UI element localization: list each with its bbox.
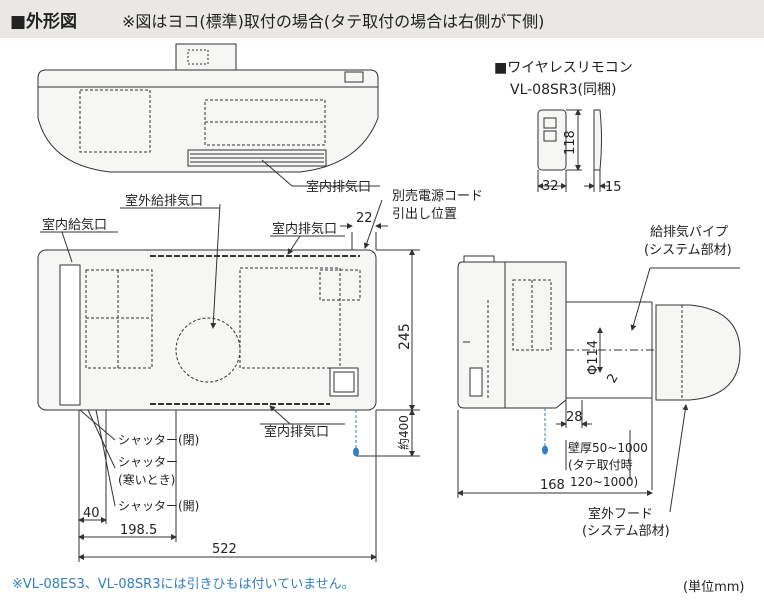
front-view-dim-pull: 約400 [396, 415, 411, 450]
top-view-body [37, 69, 379, 173]
top-view-label-indoor-exhaust: 室内排気口 [306, 179, 371, 195]
side-view-dim-28: 28 [566, 410, 583, 425]
remote-model: VL-08SR3(同梱) [510, 82, 616, 98]
front-view [37, 199, 420, 562]
front-view-dim-198-5: 198.5 [120, 523, 157, 538]
top-view-leader [261, 159, 380, 187]
side-view-pull-cord [542, 408, 548, 455]
mounting-note: ※図はヨコ(標準)取付の場合(タテ取付の場合は右側が下側) [122, 12, 545, 31]
front-view-pull-cord [353, 410, 359, 457]
side-view-wall-1: 壁厚50~1000 [568, 440, 648, 455]
side-view-label-hood-1: 室外フード [588, 506, 653, 522]
front-view-dim-522: 522 [212, 542, 237, 557]
remote-drawing [537, 109, 610, 192]
remote-width-dim: 32 [542, 179, 559, 194]
remote-heading: ■ワイヤレスリモコン [494, 60, 633, 76]
front-view-indoor-supply-grille [59, 264, 81, 406]
front-view-shutter-cold-2: (寒いとき) [118, 472, 175, 487]
side-view-dim-phi114: Φ114 [586, 340, 601, 375]
footnote: ※VL-08ES3、VL-08SR3には引きひもは付いていません。 [12, 577, 355, 592]
side-view-label-hood-2: (システム部材) [582, 524, 670, 539]
front-view-shutter-closed: シャッター(閉) [118, 433, 199, 447]
top-view-vent-grille [187, 149, 327, 167]
front-view-label-outdoor-supply-exhaust: 室外給排気口 [125, 193, 203, 209]
side-view-label-pipe-1: 給排気パイプ [650, 224, 728, 240]
front-view-dim-22: 22 [356, 211, 373, 226]
remote-side [593, 109, 602, 171]
remote-front [537, 109, 567, 171]
side-view [457, 255, 741, 513]
front-view-label-indoor-supply: 室内給気口 [42, 217, 107, 233]
top-view-connector [175, 43, 237, 72]
side-view-wall-3: 120~1000) [570, 475, 638, 489]
page-title: ■外形図 [10, 12, 78, 32]
remote-height-dim: 118 [563, 130, 578, 155]
front-view-label-indoor-exhaust-top: 室内排気口 [272, 221, 337, 237]
front-view-dim-245: 245 [397, 323, 413, 350]
header-band [0, 0, 764, 38]
front-view-shutter-cold-1: シャッター [118, 455, 178, 469]
top-view [37, 43, 379, 173]
side-view-dim-168: 168 [540, 478, 565, 493]
side-view-wall-2: (タテ取付時 [568, 458, 633, 472]
front-view-label-power-cord-2: 引出し位置 [392, 207, 457, 222]
front-view-shutter-open: シャッター(開) [118, 499, 199, 513]
front-view-label-power-cord: 別売電源コード [392, 188, 483, 204]
side-view-body [457, 261, 567, 409]
front-view-body [37, 249, 377, 411]
unit-label: (単位mm) [683, 580, 745, 595]
side-view-outdoor-hood [655, 304, 741, 401]
side-view-dim-2: 2 [604, 371, 621, 386]
front-view-dim-40: 40 [83, 506, 100, 521]
side-view-label-pipe-2: (システム部材) [644, 243, 732, 258]
front-view-label-indoor-exhaust-bottom: 室内排気口 [264, 424, 329, 440]
front-view-control-panel [329, 367, 359, 397]
remote-depth-dim: 15 [605, 180, 622, 195]
